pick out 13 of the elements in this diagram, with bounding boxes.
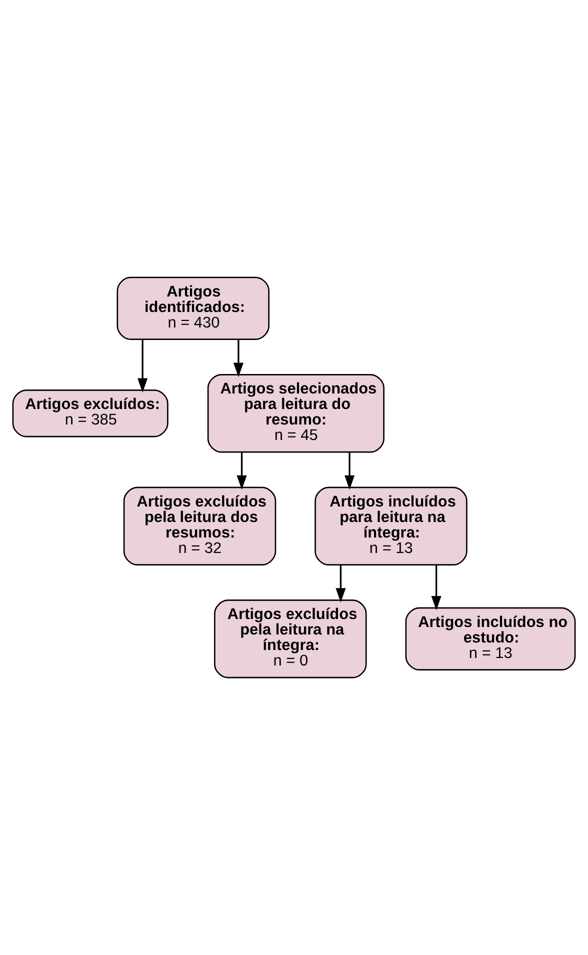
arrow bbox=[344, 452, 355, 490]
node-box: Artigos incluídos para leitura na íntegra: n = 13 bbox=[314, 486, 468, 566]
arrow bbox=[138, 340, 148, 393]
arrow bbox=[336, 564, 346, 603]
node-box: Artigos excluídos pela leitura na íntegra: n = 0 bbox=[214, 600, 367, 678]
node-box: Artigos selecionados para leitura do resumo: n = 45 bbox=[207, 374, 384, 453]
arrow bbox=[236, 452, 247, 490]
node-box: Artigos identificados: n = 430 bbox=[116, 276, 270, 340]
node-box: Artigos incluídos no estudo: n = 13 bbox=[405, 607, 576, 670]
arrow bbox=[431, 564, 442, 610]
arrow bbox=[233, 340, 244, 378]
node-box: Artigos excluídos pela leitura dos resumos: n = 32 bbox=[123, 486, 276, 566]
node-box: Artigos excluídos: n = 385 bbox=[12, 390, 168, 438]
